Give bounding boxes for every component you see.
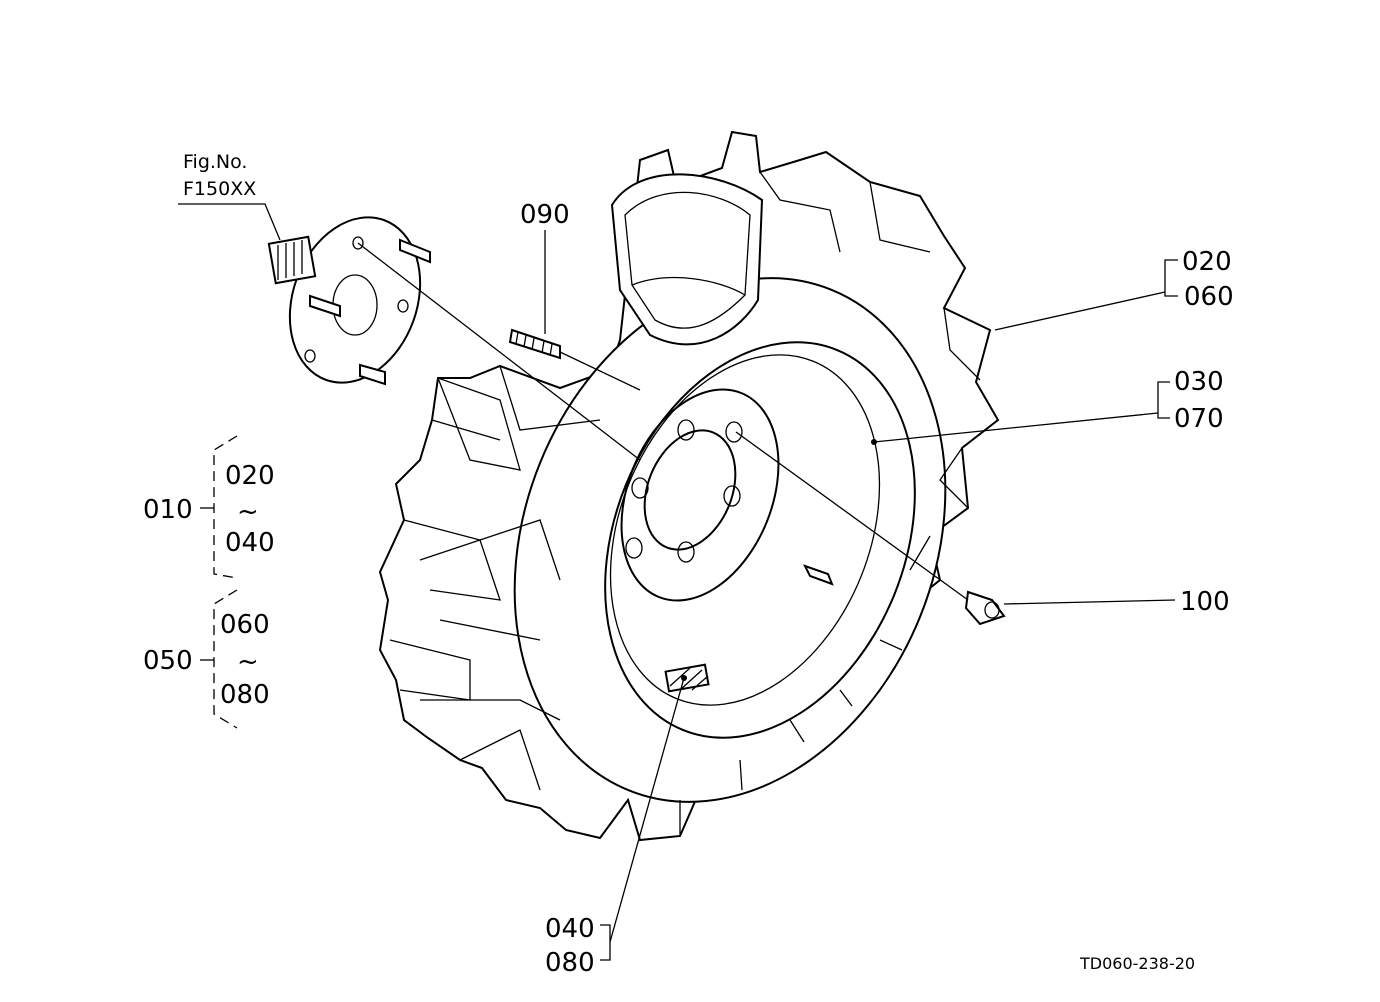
callout-080[interactable]: 080 — [545, 948, 595, 978]
callout-040[interactable]: 040 — [545, 914, 595, 944]
group-010-label[interactable]: 010 — [143, 495, 193, 525]
rim-disc — [620, 388, 780, 602]
callout-060[interactable]: 060 — [1184, 282, 1234, 312]
callout-090[interactable]: 090 — [520, 200, 570, 230]
rim-inner-ring — [609, 354, 881, 706]
callout-100[interactable]: 100 — [1180, 587, 1230, 617]
group-050-tilde: ~ — [237, 647, 259, 677]
callout-020[interactable]: 020 — [1182, 247, 1232, 277]
leader-lines — [178, 203, 1178, 961]
tire-illustration — [378, 130, 1000, 842]
group-010-from: 020 — [225, 461, 275, 491]
hub-spline-shaft — [267, 235, 317, 285]
callout-070[interactable]: 070 — [1174, 404, 1224, 434]
group-050-from: 060 — [220, 610, 270, 640]
group-010-to: 040 — [225, 528, 275, 558]
rim-outer — [604, 341, 916, 739]
tire-cutaway — [610, 173, 764, 346]
rim-bolt-holes — [625, 419, 743, 563]
group-010-tilde: ~ — [237, 497, 259, 527]
fig-ref-line2: F150XX — [183, 178, 256, 200]
tread-lugs-right — [679, 171, 981, 836]
axle-hub — [267, 216, 431, 386]
wheel-rim — [604, 341, 916, 739]
hub-flange — [288, 216, 422, 384]
assembly-lines — [357, 242, 969, 601]
fig-ref-line1: Fig.No. — [183, 151, 247, 173]
group-050-label[interactable]: 050 — [143, 646, 193, 676]
stud-bolt-part — [508, 328, 561, 360]
group-brackets — [200, 435, 238, 729]
valve-stem — [803, 564, 834, 586]
drawing-code: TD060-238-20 — [1079, 954, 1195, 973]
group-050-to: 080 — [220, 680, 270, 710]
wheel-nut-part — [964, 590, 1006, 626]
tread-lugs-left — [389, 365, 601, 791]
callout-030[interactable]: 030 — [1174, 367, 1224, 397]
